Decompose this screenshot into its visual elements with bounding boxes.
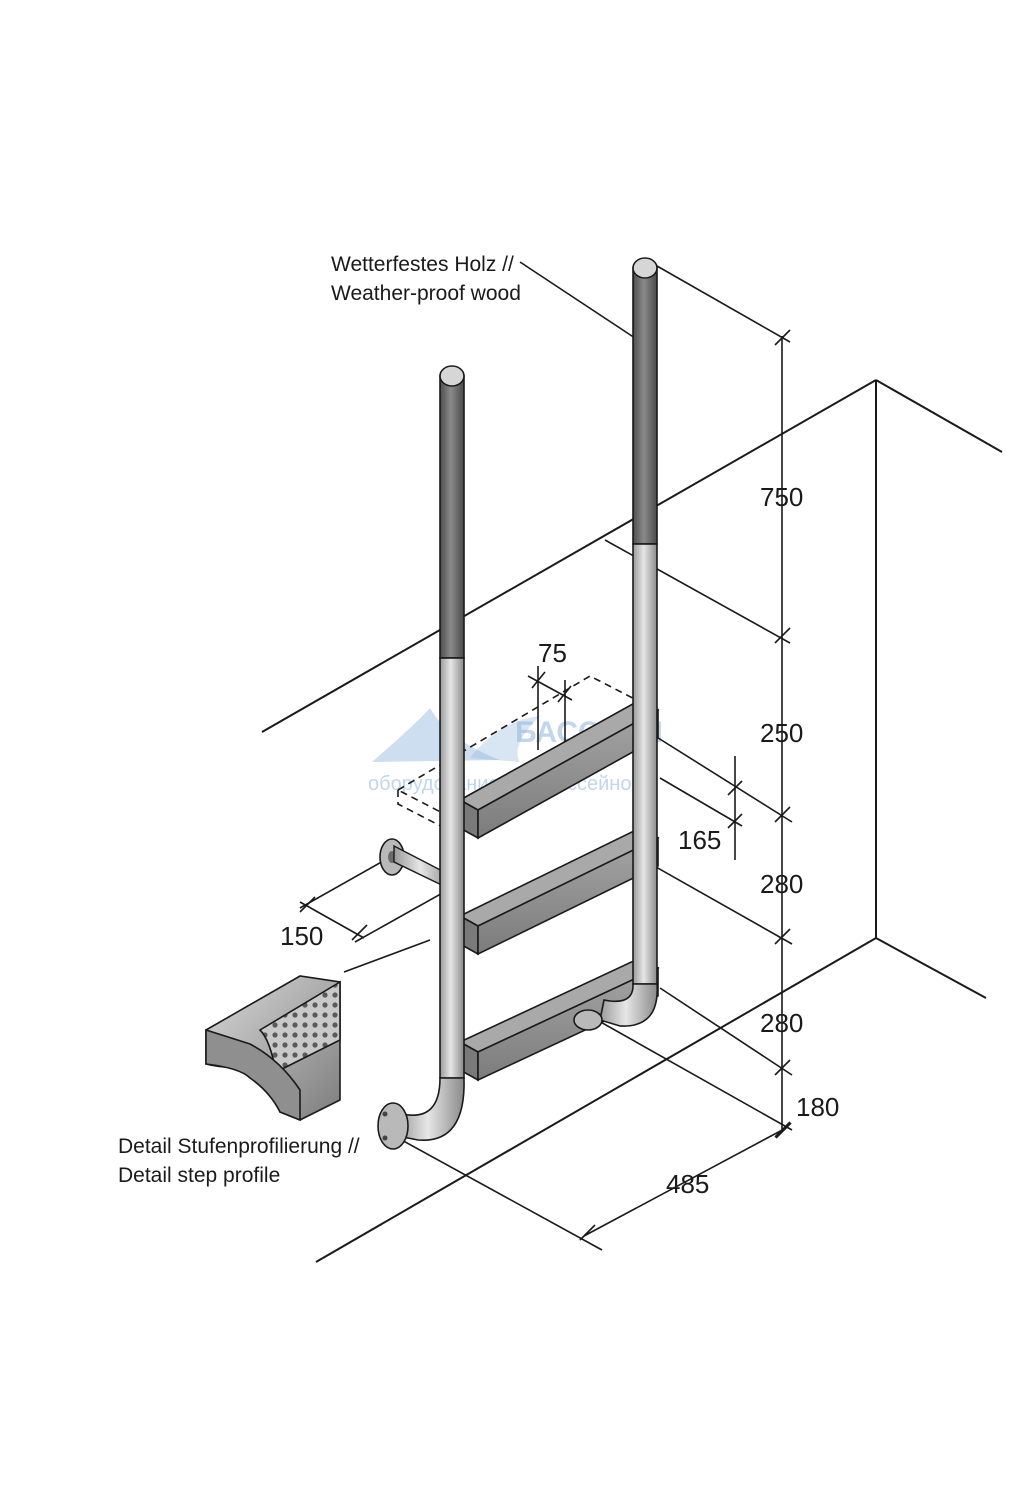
callout-step-profile-line1: Detail Stufenprofilierung // — [118, 1135, 360, 1158]
rail-back-steel — [632, 543, 658, 985]
ext-line-280b — [659, 987, 793, 1076]
tick-150b — [351, 924, 368, 941]
tick-165b — [727, 813, 743, 829]
rail-front-steel — [439, 657, 465, 1079]
dim-485: 485 — [666, 1169, 709, 1199]
dimension-labels: 750 250 280 280 180 165 75 150 485 — [280, 482, 839, 1199]
tick-1 — [774, 329, 791, 346]
step-profile-detail — [205, 975, 341, 1122]
dim-250: 250 — [760, 718, 803, 748]
dim-165: 165 — [678, 825, 721, 855]
ext-line-150b — [354, 885, 456, 943]
leader-wood — [519, 261, 642, 343]
callout-step-profile: Detail Stufenprofilierung // Detail step… — [118, 1132, 360, 1190]
rail-back-bend — [599, 983, 658, 1027]
tick-3 — [774, 806, 791, 823]
dim-180: 180 — [796, 1092, 839, 1122]
rail-back-wood — [632, 267, 658, 545]
tick-5 — [774, 1059, 791, 1076]
dim-150: 150 — [280, 921, 323, 951]
step-2-side — [477, 836, 659, 956]
rail-back-flange — [573, 1009, 603, 1031]
profile-perforation — [258, 980, 341, 1074]
ext-line-280a — [632, 853, 793, 945]
dim-75: 75 — [538, 638, 567, 668]
steps — [458, 699, 660, 1082]
profile-front — [205, 1028, 301, 1122]
pool-edge-line — [261, 379, 877, 733]
tick-485b — [775, 1122, 792, 1139]
rail-back — [573, 257, 658, 1031]
callout-wood-line2: Weather-proof wood — [331, 282, 521, 305]
tick-75a — [531, 671, 546, 689]
wave-icon — [372, 708, 500, 762]
tick-150a — [299, 896, 316, 913]
tick-75b — [557, 685, 572, 703]
tick-485a — [579, 1224, 596, 1241]
ext-line-165 — [659, 777, 743, 827]
rail-front-wood — [439, 375, 465, 659]
ext-line-top — [649, 261, 791, 343]
rail-front-bend — [397, 1077, 465, 1141]
rail-front — [397, 365, 465, 1141]
dim-750: 750 — [760, 482, 803, 512]
dim-280-upper: 280 — [760, 869, 803, 899]
rail-front-cap — [439, 365, 465, 387]
callout-step-profile-line2: Detail step profile — [118, 1164, 281, 1187]
ext-line-485a — [397, 1137, 603, 1251]
callout-wood: Wetterfestes Holz // Weather-proof wood — [331, 250, 521, 308]
dim-150-axis — [299, 901, 365, 939]
tick-165a — [727, 780, 743, 796]
ext-line-180 — [589, 1015, 793, 1131]
wave-icon-2 — [470, 716, 540, 762]
dim-75-axis — [527, 675, 573, 701]
floor-flange — [377, 1102, 409, 1150]
tick-2 — [774, 627, 791, 644]
dim-280-lower: 280 — [760, 1008, 803, 1038]
pool-edge-side-line — [875, 379, 1003, 453]
ext-line-250 — [654, 735, 793, 823]
callout-wood-line1: Wetterfestes Holz // — [331, 253, 514, 276]
pool-wall-lines — [261, 379, 1003, 1263]
step-1-side — [477, 708, 659, 840]
dim-485-axis — [583, 1127, 787, 1237]
leader-step-profile — [343, 939, 431, 973]
pool-floor-side-line — [875, 937, 987, 999]
step-3-side — [477, 966, 659, 1082]
ext-line-150a — [299, 859, 386, 909]
rail-back-cap — [632, 257, 658, 279]
tick-4 — [774, 928, 791, 945]
